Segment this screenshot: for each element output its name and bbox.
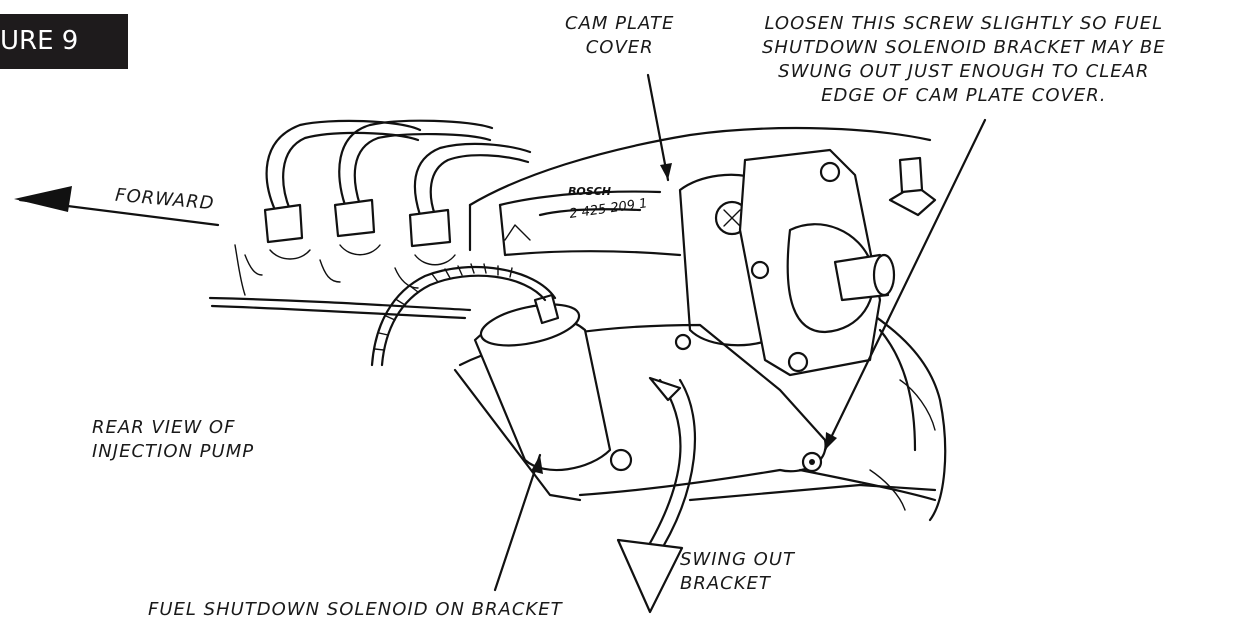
swing-arrow-icon — [616, 376, 697, 614]
swing-out-bracket-label: SWING OUT BRACKET — [680, 549, 796, 594]
loosen-screw-instruction: LOOSEN THIS SCREW SLIGHTLY SO FUEL SHUTD… — [762, 13, 1166, 106]
engine-block-outline — [208, 126, 947, 522]
leader-lines — [493, 73, 987, 592]
pump-brand-stamp: BOSCH — [568, 185, 611, 198]
figure-label: URE 9 — [0, 14, 128, 69]
forward-arrow-icon — [14, 186, 220, 227]
rear-view-label: REAR VIEW OF INJECTION PUMP — [92, 417, 255, 462]
injector-lines — [244, 119, 532, 289]
cam-plate-cover-label: CAM PLATE COVER — [565, 13, 675, 58]
pump-body — [498, 148, 937, 377]
fuel-shutdown-solenoid — [370, 263, 612, 472]
fuel-shutdown-solenoid-label: FUEL SHUTDOWN SOLENOID ON BRACKET — [148, 599, 563, 620]
pump-part-number: 2 425 209 1 — [568, 196, 648, 222]
